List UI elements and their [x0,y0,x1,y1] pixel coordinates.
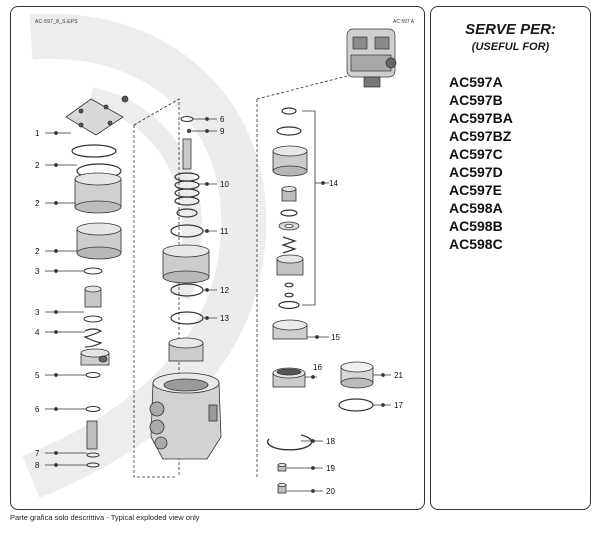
model-item: AC597D [449,164,503,180]
callout-1: 1 [35,129,40,138]
callout-8: 8 [35,461,40,470]
callout-4: 4 [35,328,40,337]
callout-6-a: 6 [35,405,40,414]
callout-5: 5 [35,371,40,380]
part-valve-right [276,254,304,276]
drawing-code-right: AC 597 A [393,19,415,25]
model-item: AC597BZ [449,128,512,144]
part-cylinder-lower [168,337,204,362]
part-piston-upper [74,172,122,214]
part-cylinder-middle [162,244,210,284]
part-valve-seat [80,348,110,366]
callout-7: 7 [35,449,40,458]
leaders-middle [191,117,217,320]
callout-2-b: 2 [35,199,40,208]
serve-per-title: SERVE PER: [465,21,556,38]
model-item: AC597C [449,146,503,162]
callout-19: 19 [326,464,335,473]
callout-3-b: 3 [35,308,40,317]
bracket-14 [302,110,329,306]
model-item: AC597E [449,182,502,198]
callout-14: 14 [329,179,338,188]
callout-13: 13 [220,314,229,323]
callout-6-b: 6 [220,115,225,124]
callout-18: 18 [326,437,335,446]
serve-per-panel: SERVE PER: (USEFUL FOR) AC597A AC597B AC… [430,6,591,510]
part-small-rings-right [276,107,302,310]
part-valve-head [281,186,297,202]
part-spring-right [281,236,297,254]
part-screw-20 [277,482,287,494]
serve-per-subtitle: (USEFUL FOR) [471,41,550,53]
leaders-right [287,181,391,493]
part-ring-17 [338,398,374,412]
callout-11: 11 [220,227,229,236]
exploded-view-diagram: 1 2 2 2 3 3 4 5 6 7 8 6 9 10 11 12 13 14… [22,13,403,498]
part-cup-21 [340,361,374,389]
part-spring-middle [174,172,200,206]
model-item: AC597B [449,92,503,108]
model-item: AC598C [449,236,503,252]
callout-16: 16 [313,363,322,372]
callout-2-a: 2 [35,161,40,170]
part-cover-plate [65,95,129,136]
part-guide-right [272,319,308,340]
callout-12: 12 [220,286,229,295]
model-item: AC597A [449,74,503,90]
callout-9: 9 [220,127,225,136]
exploded-view-panel: 1 2 2 2 3 3 4 5 6 7 8 6 9 10 11 12 13 14… [10,6,425,510]
callout-10: 10 [220,180,229,189]
part-washer-right [278,221,300,231]
callout-20: 20 [326,487,335,496]
callout-17: 17 [394,401,403,410]
part-spring-left [83,328,103,348]
model-item: AC598A [449,200,503,216]
part-plunger [86,420,98,450]
callout-21: 21 [394,371,403,380]
part-piston-lower [76,222,122,260]
footer-caption: Parte grafica solo descrittiva - Typical… [10,513,200,522]
assembled-valve-image [346,28,397,88]
part-snap-ring-18 [266,434,313,451]
leaders-left [45,131,87,467]
part-piston-right [272,145,308,177]
model-item: AC598B [449,218,503,234]
part-pin [182,129,192,170]
callout-2-c: 2 [35,247,40,256]
callout-15: 15 [331,333,340,342]
callout-3-a: 3 [35,267,40,276]
assembly-guides [133,74,352,478]
model-item: AC597BA [449,110,513,126]
part-screw-19 [277,462,287,472]
part-valve-body [149,372,222,460]
drawing-code-left: AC-597_8_S.EPS [35,19,78,25]
part-cup-16 [272,367,306,388]
model-list: AC597A AC597B AC597BA AC597BZ AC597C AC5… [449,73,513,253]
part-valve-insert [84,285,102,308]
